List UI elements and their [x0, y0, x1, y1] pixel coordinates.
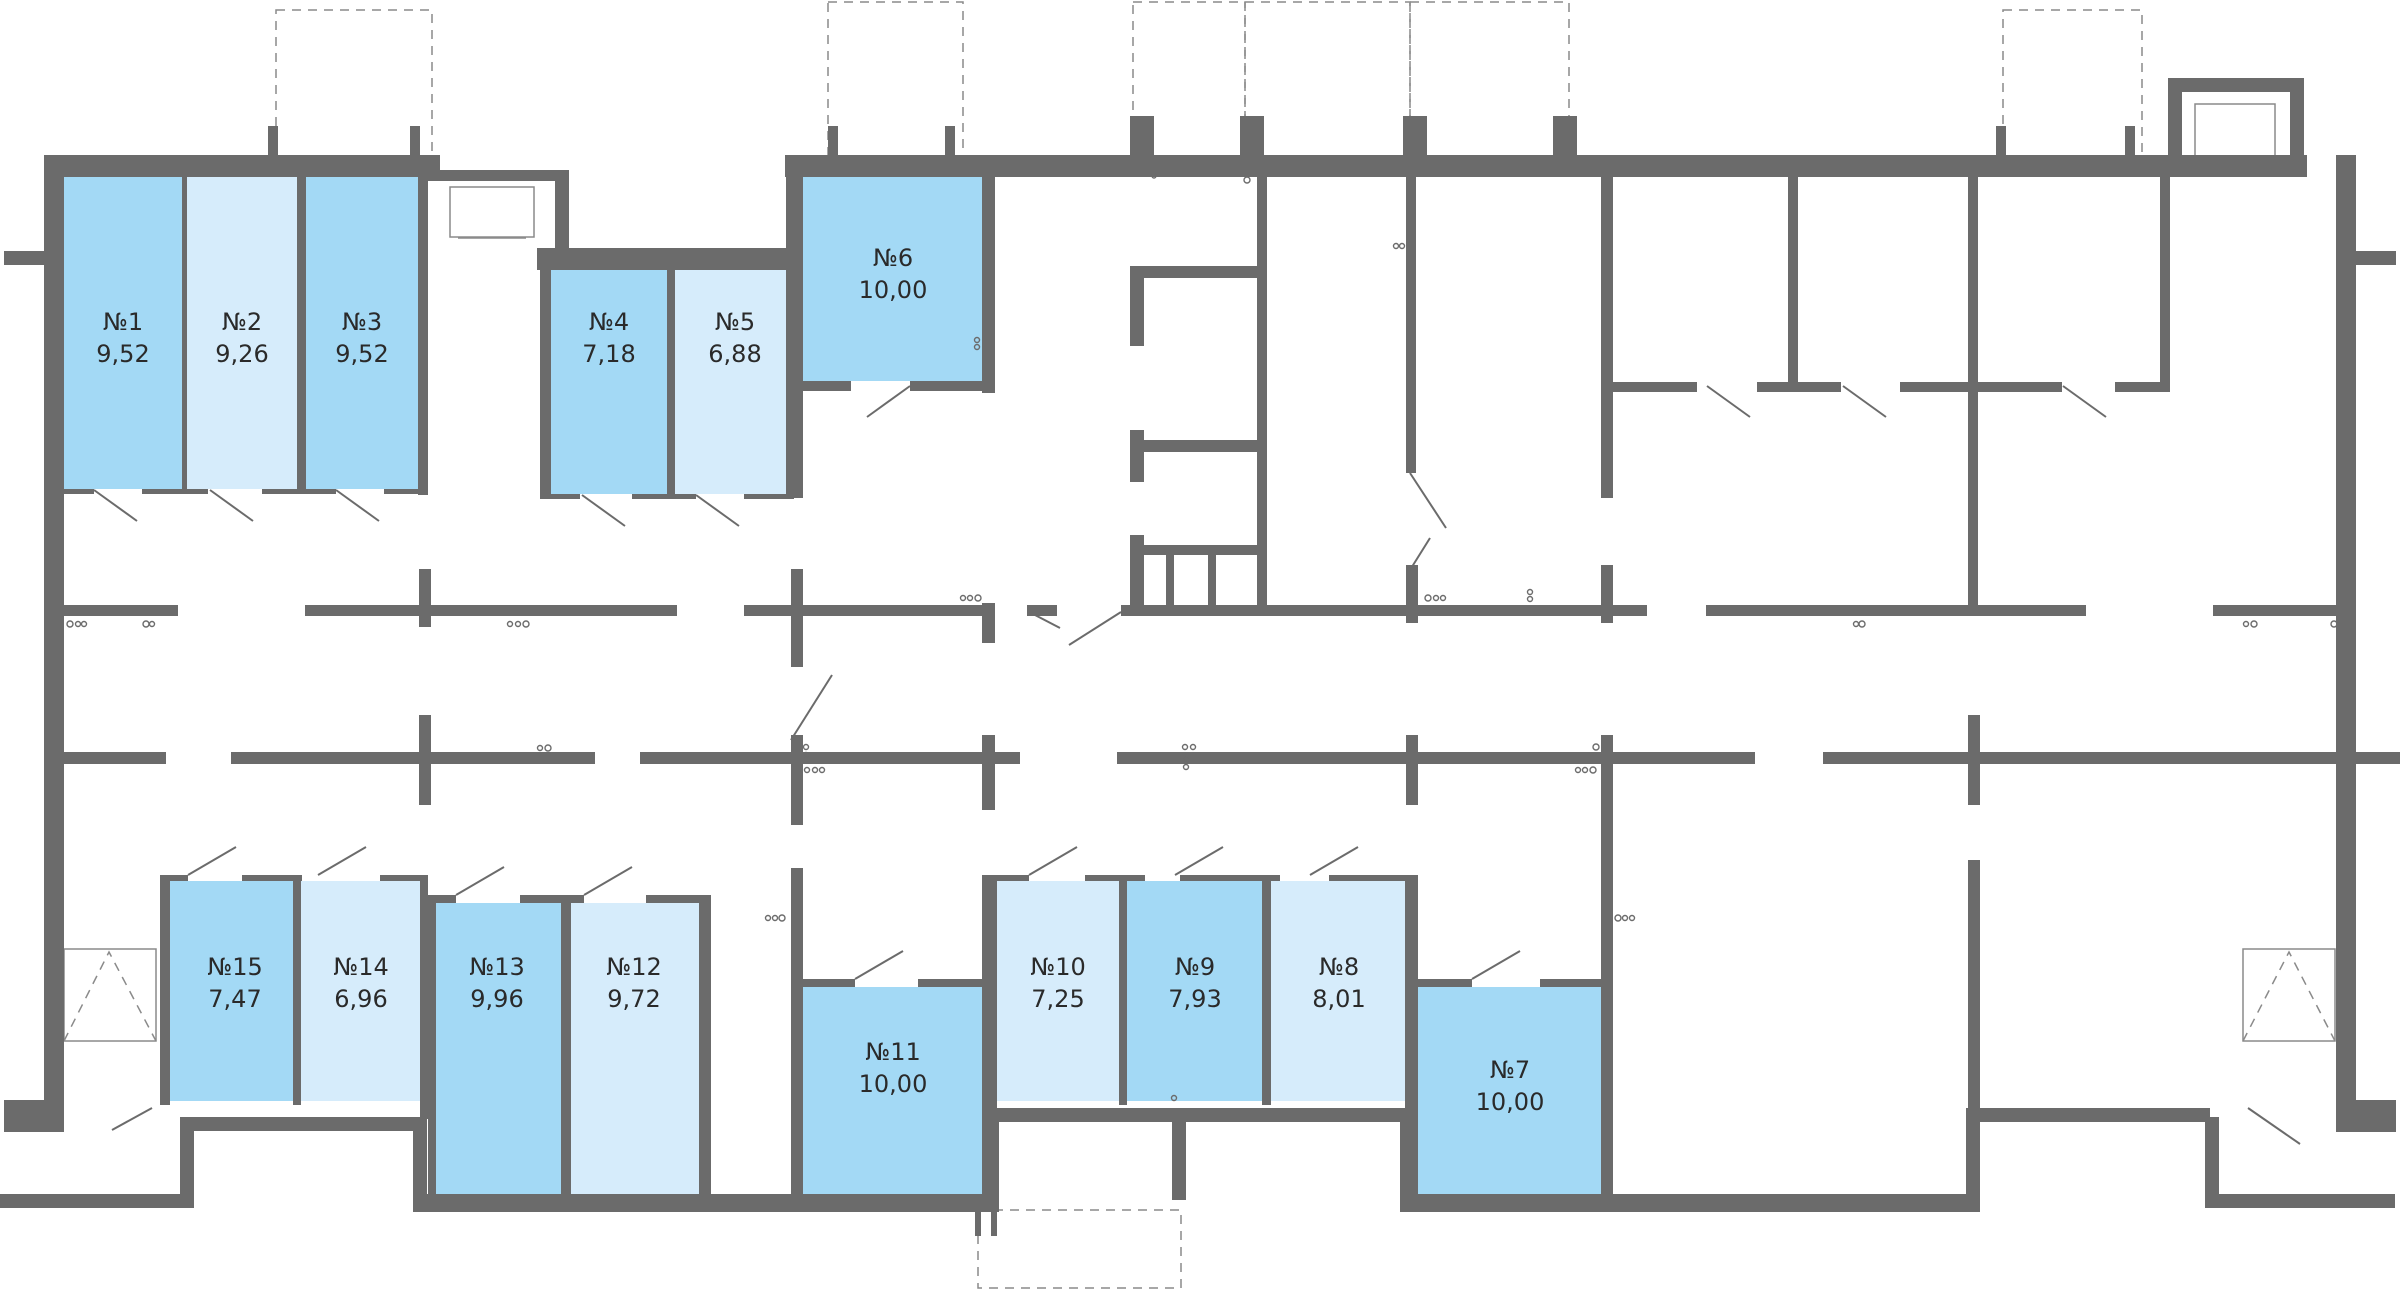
unit-8-area: 8,01 — [1312, 985, 1365, 1013]
unit-12-number: №12 — [606, 953, 662, 981]
unit-12-fill[interactable] — [571, 903, 699, 1194]
unit-5-area: 6,88 — [708, 340, 761, 368]
unit-5-number: №5 — [715, 308, 755, 336]
unit-1-area: 9,52 — [96, 340, 149, 368]
unit-1-number: №1 — [103, 308, 143, 336]
unit-6-area: 10,00 — [859, 276, 928, 304]
unit-13-area: 9,96 — [470, 985, 523, 1013]
unit-15-fill[interactable] — [166, 881, 293, 1101]
unit-12-area: 9,72 — [607, 985, 660, 1013]
unit-10-fill[interactable] — [997, 881, 1119, 1101]
unit-3-number: №3 — [342, 308, 382, 336]
unit-6-fill[interactable] — [803, 177, 982, 381]
unit-labels: №1 9,52 №2 9,26 №3 9,52 №4 7,18 №5 6,88 … — [96, 244, 1544, 1116]
unit-9-number: №9 — [1175, 953, 1215, 981]
door-swings — [93, 385, 2301, 1145]
unit-7-number: №7 — [1490, 1056, 1530, 1084]
unit-fills — [64, 177, 1601, 1194]
unit-4-fill[interactable] — [551, 270, 667, 494]
unit-8-fill[interactable] — [1271, 881, 1405, 1101]
unit-1-fill[interactable] — [64, 177, 182, 489]
unit-3-area: 9,52 — [335, 340, 388, 368]
unit-5-fill[interactable] — [675, 270, 786, 494]
unit-13-fill[interactable] — [433, 903, 561, 1194]
unit-14-fill[interactable] — [301, 881, 420, 1101]
unit-2-number: №2 — [222, 308, 262, 336]
unit-15-number: №15 — [207, 953, 263, 981]
unit-3-fill[interactable] — [306, 177, 418, 489]
unit-10-area: 7,25 — [1031, 985, 1084, 1013]
walls — [0, 78, 2400, 1236]
unit-9-area: 7,93 — [1168, 985, 1221, 1013]
unit-2-area: 9,26 — [215, 340, 268, 368]
unit-6-number: №6 — [873, 244, 913, 272]
unit-4-number: №4 — [589, 308, 629, 336]
socket-markers — [66, 173, 2338, 1102]
unit-4-area: 7,18 — [582, 340, 635, 368]
unit-10-number: №10 — [1030, 953, 1086, 981]
unit-7-area: 10,00 — [1476, 1088, 1545, 1116]
unit-2-fill[interactable] — [187, 177, 297, 489]
unit-8-number: №8 — [1319, 953, 1359, 981]
unit-7-fill[interactable] — [1418, 987, 1601, 1194]
unit-13-number: №13 — [469, 953, 525, 981]
unit-14-number: №14 — [333, 953, 389, 981]
unit-9-fill[interactable] — [1127, 881, 1262, 1101]
unit-11-area: 10,00 — [859, 1070, 928, 1098]
unit-14-area: 6,96 — [334, 985, 387, 1013]
unit-11-number: №11 — [865, 1038, 921, 1066]
unit-11-fill[interactable] — [803, 987, 982, 1194]
unit-15-area: 7,47 — [208, 985, 261, 1013]
